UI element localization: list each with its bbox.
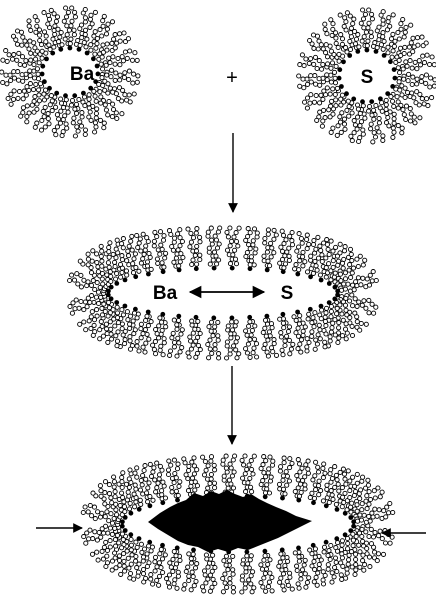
head-group — [247, 315, 252, 320]
plus-sign: + — [226, 67, 238, 89]
head-group — [72, 93, 77, 98]
nanoparticle-micelle — [81, 454, 395, 594]
surfactant-molecule — [221, 550, 236, 595]
surfactant-molecule — [206, 316, 221, 361]
surfactant-molecule — [151, 312, 168, 357]
head-group — [91, 56, 96, 61]
surfactant-molecule — [293, 458, 310, 503]
surfactant-molecule — [277, 548, 295, 593]
head-group — [263, 549, 268, 554]
head-group — [365, 48, 370, 53]
surfactant-molecule — [186, 315, 203, 360]
surfactant-molecule — [244, 227, 260, 272]
fused-s-label: S — [281, 283, 294, 304]
micelle-s: S — [297, 8, 436, 144]
fused-ba-label: Ba — [153, 283, 178, 304]
surfactant-molecule — [182, 548, 199, 592]
surfactant-molecule — [259, 455, 275, 500]
head-group — [341, 59, 346, 64]
surfactant-molecule — [367, 99, 386, 144]
head-group — [369, 99, 374, 104]
surfactant-molecule — [182, 456, 200, 501]
surfactant-molecule — [167, 228, 185, 273]
head-group — [40, 64, 45, 69]
surfactant-molecule — [293, 546, 311, 591]
surfactant-shell-fused — [68, 226, 379, 360]
surfactant-molecule — [168, 314, 185, 359]
head-group — [128, 532, 133, 537]
head-group — [137, 507, 142, 512]
surfactant-molecule — [277, 456, 294, 501]
head-group — [96, 72, 101, 77]
surfactant-molecule — [261, 314, 278, 359]
head-group — [160, 543, 165, 548]
surfactant-molecule — [166, 458, 182, 503]
head-group — [211, 316, 216, 321]
head-group — [393, 76, 398, 81]
micelle-s-label: S — [361, 67, 374, 88]
head-group — [146, 310, 151, 315]
surfactant-molecule — [200, 549, 217, 594]
micelle-ba-label: Ba — [70, 64, 95, 85]
head-group — [337, 67, 342, 72]
head-group — [388, 59, 393, 64]
head-group — [308, 307, 313, 312]
head-group — [191, 548, 196, 553]
head-group — [44, 57, 49, 62]
head-group — [175, 498, 180, 503]
surfactant-molecule — [240, 550, 256, 595]
micelle-ba: Ba — [0, 6, 140, 138]
head-group — [68, 46, 73, 51]
surfactant-molecule — [186, 227, 202, 272]
head-group — [296, 546, 301, 551]
surfactant-molecule — [69, 93, 87, 138]
surfactant-molecule — [244, 315, 259, 360]
surfactant-molecule — [225, 226, 241, 271]
surfactant-molecule — [165, 546, 183, 591]
baso4-particle — [148, 490, 312, 552]
head-group — [230, 266, 235, 271]
surfactant-molecule — [278, 229, 295, 274]
surfactant-molecule — [259, 549, 274, 594]
surfactant-molecule — [225, 316, 241, 361]
surfactant-molecule — [308, 460, 327, 505]
head-group — [319, 278, 324, 283]
head-group — [281, 312, 286, 317]
head-group — [114, 281, 119, 286]
surfactant-molecule — [297, 73, 342, 90]
head-group — [295, 272, 300, 277]
head-group — [176, 314, 181, 319]
fused-micelle: Ba S — [68, 226, 379, 360]
head-group — [194, 266, 199, 271]
surfactant-molecule — [152, 230, 168, 275]
head-group — [280, 496, 285, 501]
surfactant-molecule — [262, 228, 279, 273]
surfactant-molecule — [206, 226, 222, 271]
head-group — [311, 500, 316, 505]
head-group — [335, 507, 340, 512]
head-group — [123, 278, 128, 283]
head-group — [129, 511, 134, 516]
head-group — [324, 540, 329, 545]
head-group — [265, 268, 270, 273]
head-group — [161, 269, 166, 274]
head-group — [114, 300, 119, 305]
head-group — [212, 266, 217, 271]
surfactant-molecule — [240, 454, 256, 499]
